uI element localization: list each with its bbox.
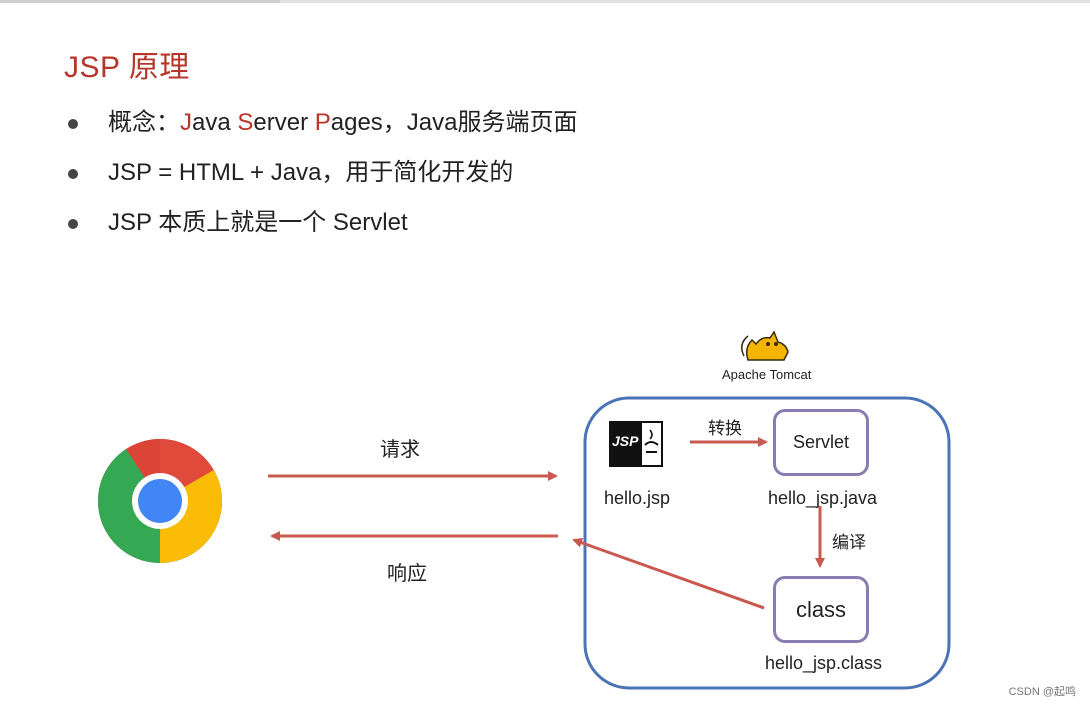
servlet-file-label: hello_jsp.java [768,488,878,508]
compile-label: 编译 [832,533,866,552]
bullet-prefix: 概念： [108,109,180,136]
slide-title: JSP 原理 [64,51,190,84]
class-file-label: hello_jsp.class [765,653,883,673]
top-border [0,0,1090,3]
letter-p: P [314,109,331,136]
response-label: 响应 [387,563,427,585]
letter-s: S [237,109,254,136]
top-border-accent [0,0,280,3]
bullet-list: 概念：Java Server Pages，Java服务端页面 JSP = HTM… [68,100,578,250]
chrome-browser-icon [97,439,223,564]
bullet-text: JSP = HTML + Java，用于简化开发的 [108,159,514,186]
jsp-icon-text: JSP [612,433,639,449]
bullet-item-concept: 概念：Java Server Pages，Java服务端页面 [68,100,578,150]
text-ages: ages，Java服务端页面 [330,109,578,136]
watermark: CSDN @起鸣 [1008,686,1076,698]
class-box: class [773,576,869,643]
text-erver: erver [253,109,315,136]
bullet-dot-icon [68,119,78,129]
bullet-text: JSP 本质上就是一个 Servlet [108,209,408,236]
jsp-file-icon [609,421,663,467]
bullet-dot-icon [68,219,78,229]
request-label: 请求 [380,439,420,461]
servlet-box: Servlet [773,409,869,476]
letter-j: J [180,109,192,136]
bullet-item-essence: JSP 本质上就是一个 Servlet [68,200,578,250]
text-ava: ava [192,109,238,136]
class-response-arrow [572,537,765,610]
convert-label: 转换 [708,419,742,438]
tomcat-logo-icon [741,330,789,361]
bullet-dot-icon [68,169,78,179]
bullet-item-formula: JSP = HTML + Java，用于简化开发的 [68,150,578,200]
tomcat-label: Apache Tomcat [722,367,812,382]
jsp-file-label: hello.jsp [604,488,671,508]
